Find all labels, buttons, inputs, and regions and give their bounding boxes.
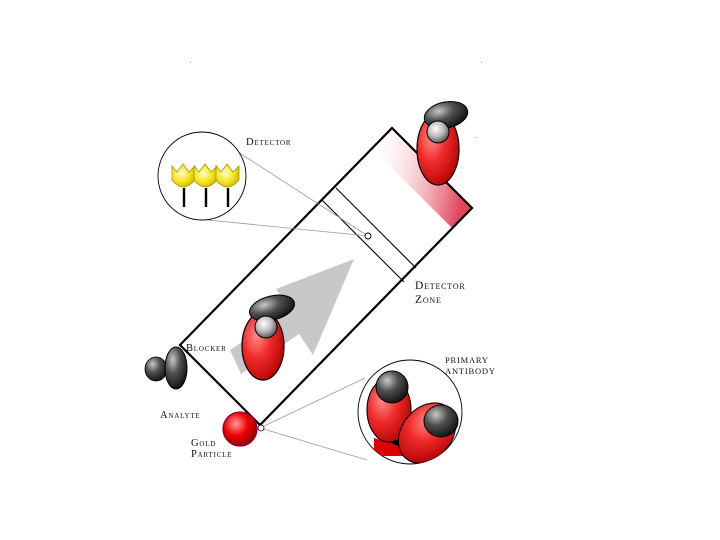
primary-antibody-label-line1: Primary (445, 355, 489, 365)
detector-zone-label-line1: Detector (415, 280, 466, 292)
blocker-label: Blocker (186, 343, 227, 354)
blocker-molecule (144, 346, 188, 390)
antibody-leader-line-a (259, 377, 366, 429)
primary-antibody-right (397, 402, 459, 464)
strip-end-pad (372, 128, 472, 228)
gold-particle-label-line2: Particle (191, 449, 233, 460)
detector-label: Detector (246, 137, 292, 148)
test-strip (178, 126, 474, 427)
antibody-complex-top (416, 100, 469, 186)
gold-particle-label-line1: Gold (191, 438, 217, 449)
analyte-label: Analyte (160, 410, 201, 421)
detector-zone-line-top (321, 199, 405, 283)
detector-zone-label-line2: Zone (415, 294, 442, 306)
magnifier-circle-icon (357, 359, 463, 465)
primary-antibody-label-line2: Antibody (445, 366, 496, 376)
gold-surface-patch (374, 438, 403, 456)
antibody-complex-middle (241, 294, 296, 381)
detector-cup-3 (215, 163, 240, 207)
artifact-dot (475, 137, 476, 138)
detector-leader-line-a (220, 140, 369, 237)
detector-zone-line-bottom (335, 187, 417, 269)
detector-cup-1 (171, 163, 196, 207)
primary-antibody-left (366, 370, 412, 443)
artifact-dot (481, 62, 482, 63)
detector-cup-2 (193, 163, 218, 207)
artifact-dot (190, 62, 191, 63)
gold-particle (222, 411, 265, 447)
detector-leader-line-b (187, 217, 369, 237)
detector-point (364, 232, 372, 240)
antibody-leader-line-b (259, 427, 368, 461)
magnifier-circle-icon (157, 131, 247, 221)
